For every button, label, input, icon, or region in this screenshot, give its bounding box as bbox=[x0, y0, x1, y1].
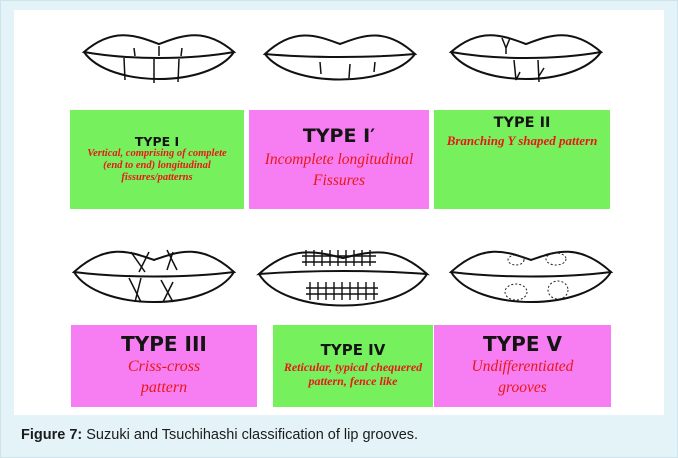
type-1-box: TYPE I Vertical, comprising of complete … bbox=[70, 110, 244, 209]
caption-text: Suzuki and Tsuchihashi classification of… bbox=[82, 427, 418, 443]
type-1-prime-title: TYPE I′ bbox=[303, 127, 375, 147]
figure-panel: TYPE I Vertical, comprising of complete … bbox=[14, 10, 664, 415]
lip-type-5-illustration bbox=[446, 238, 616, 314]
type-4-box: TYPE IV Reticular, typical chequered pat… bbox=[273, 325, 433, 407]
type-5-title: TYPE V bbox=[483, 334, 562, 355]
type-3-title: TYPE III bbox=[121, 334, 207, 355]
type-5-box: TYPE V Undifferentiated grooves bbox=[434, 325, 611, 407]
type-5-description: Undifferentiated grooves bbox=[442, 357, 603, 397]
type-1-description: Vertical, comprising of complete (end to… bbox=[78, 148, 236, 183]
type-2-description: Branching Y shaped pattern bbox=[447, 133, 598, 149]
lip-type-1-illustration bbox=[79, 22, 239, 92]
lip-type-4-illustration bbox=[254, 238, 432, 314]
type-3-box: TYPE III Criss-cross pattern bbox=[71, 325, 257, 407]
lip-type-1-prime-illustration bbox=[260, 22, 420, 92]
lip-type-2-illustration bbox=[446, 22, 606, 92]
type-1-prime-box: TYPE I′ Incomplete longitudinal Fissures bbox=[249, 110, 429, 209]
lip-type-3-illustration bbox=[69, 238, 239, 314]
type-2-box: TYPE II Branching Y shaped pattern bbox=[434, 110, 610, 209]
type-4-title: TYPE IV bbox=[321, 343, 386, 359]
type-1-prime-description: Incomplete longitudinal Fissures bbox=[257, 150, 421, 192]
figure-caption: Figure 7: Suzuki and Tsuchihashi classif… bbox=[21, 427, 661, 443]
type-4-description: Reticular, typical chequered pattern, fe… bbox=[281, 361, 425, 389]
caption-label: Figure 7: bbox=[21, 427, 82, 443]
type-1-title: TYPE I bbox=[135, 135, 179, 148]
type-2-title: TYPE II bbox=[494, 116, 551, 131]
type-3-description: Criss-cross pattern bbox=[79, 357, 249, 399]
